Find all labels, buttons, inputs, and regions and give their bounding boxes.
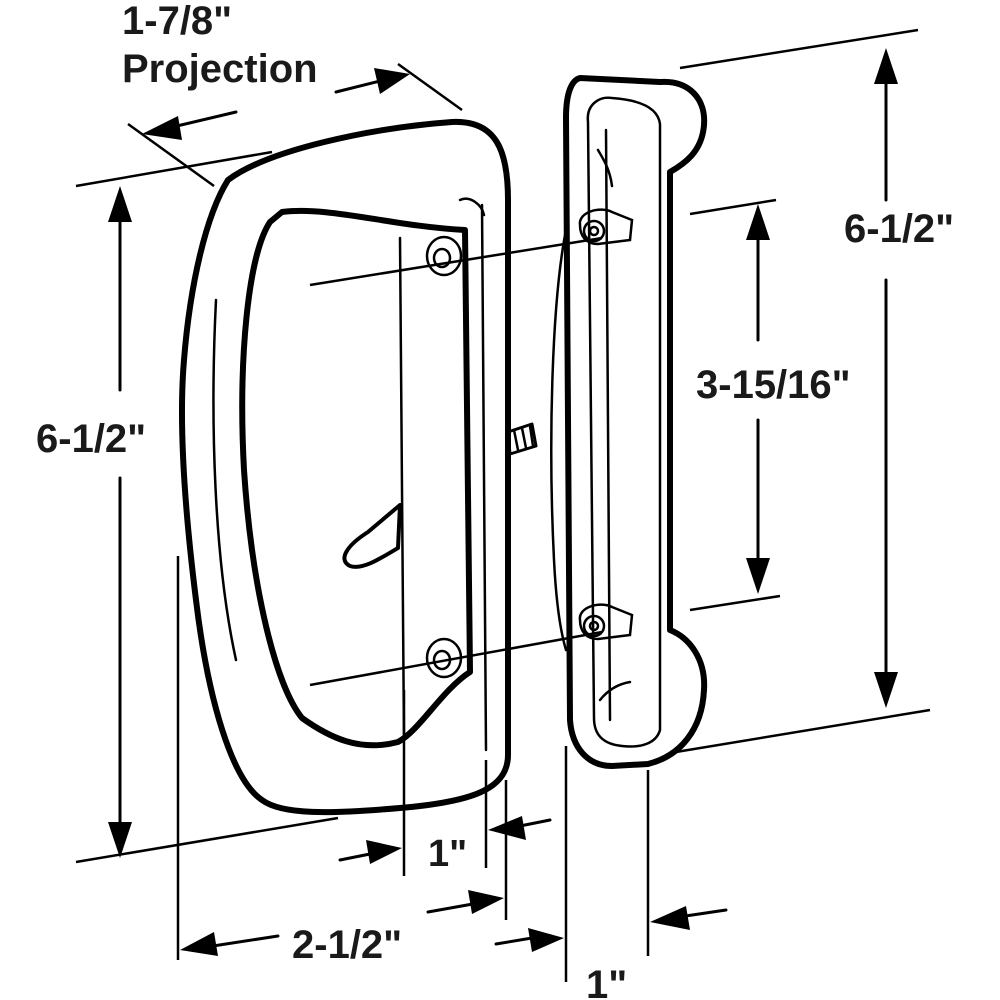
hole-spacing-dimension [309,198,781,687]
projection-arrow-left [142,116,182,140]
mounting-boss-top [578,208,634,246]
right-height-label: 6-1/2" [844,207,954,251]
handle-thickness-label: 1" [428,833,467,875]
right-height-arrow-top [874,48,898,84]
left-height-label: 6-1/2" [36,417,146,461]
plate-width-arrow-left [528,928,564,952]
mounting-boss-bottom [578,603,634,641]
handle-width-dimension [176,556,508,960]
left-height-arrow-bottom [108,822,132,858]
projection-dimension [127,62,463,188]
exterior-handle [178,118,538,816]
projection-arrow-right [374,68,410,94]
handle-thickness-arrow-left [366,840,402,864]
interior-handle [550,75,708,769]
lock-lever [342,503,402,569]
hole-spacing-arrow-top [746,204,770,240]
left-height-dimension [75,150,339,864]
handle-top-curve [458,197,486,217]
spindle-tab [506,422,538,456]
right-height-arrow-bottom [874,672,898,708]
left-height-arrow-top [108,186,132,222]
handle-face-line-left [398,236,406,742]
plate-side-face [550,228,568,652]
plate-width-dimension [494,746,728,982]
plate-inner-channel [586,96,662,748]
plate-width-arrow-right [650,906,690,930]
screw-hole-top [425,235,463,277]
projection-value-label: 1-7/8" [122,0,232,43]
right-height-dimension [675,28,931,754]
hole-spacing-arrow-bottom [746,558,770,594]
handle-grip-opening [239,207,473,749]
plate-width-label: 1" [586,963,627,1000]
plate-face-line [604,128,612,722]
plate-outline [563,75,708,769]
handle-face-line-right [480,203,488,752]
handle-width-label: 2-1/2" [292,923,402,967]
handle-rim-line [212,298,238,662]
projection-word-label: Projection [122,47,318,91]
handle-width-arrow-left [180,932,218,956]
handle-width-arrow-right [468,890,504,914]
hole-spacing-label: 3-15/16" [696,363,851,407]
handle-outer-outline [178,118,511,816]
